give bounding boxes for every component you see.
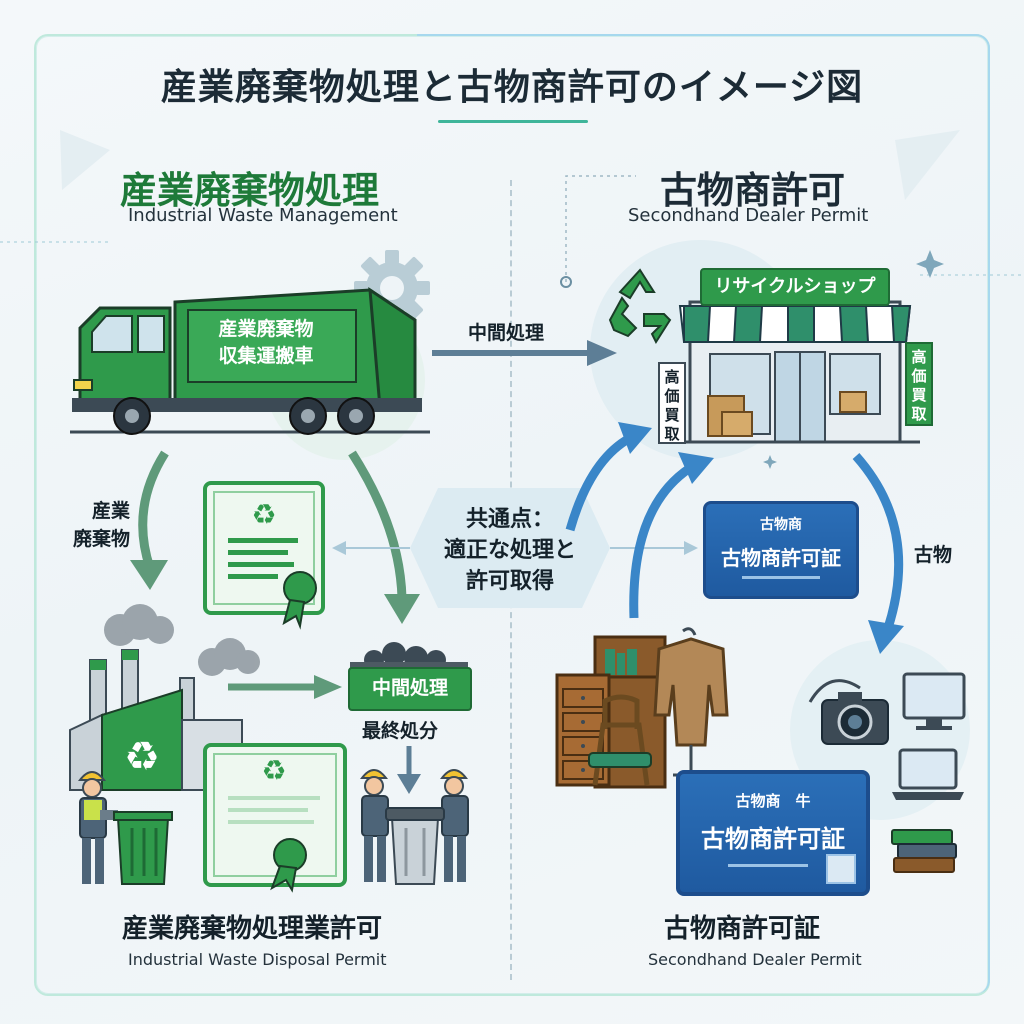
waste-permit-certificate-icon: ♻ [203,743,347,893]
dealer-permit-title: 古物商許可証 [664,914,821,944]
outer-frame [34,34,990,996]
right-section-title: 古物商許可 [660,169,845,212]
arrow-truck-to-factory [130,450,169,590]
arrow-to-shop-blue-1 [565,422,652,532]
sign-high-price-right: 高価買取 [905,342,933,426]
common-line2: 適正な処理と [443,538,576,563]
large-permit-plate: 古物商 牛 古物商許可証 [676,770,870,896]
common-point-text: 共通点： 適正な処理と 許可取得 [410,504,610,597]
left-section-title: 産業廃棄物処理 [120,169,379,212]
truck-label-line2: 収集運搬車 [218,345,314,367]
arrow-truck-to-shop [432,340,617,366]
double-arrow-right [610,541,698,555]
sparkle-icon [916,250,944,278]
arrow-label-intermediate: 中間処理 [468,322,545,344]
large-plate-top-text: 古物商 牛 [735,792,811,810]
qr-code-icon [826,854,856,884]
shop-sign: リサイクルショップ [700,268,890,306]
secondhand-furniture-icon [555,627,729,789]
secondhand-goods-icon [808,672,966,873]
garbage-truck-icon [70,287,430,435]
arrow-label-waste: 産業 廃棄物 [70,497,130,553]
double-arrow-left [332,541,410,555]
workers-disposal-icon [359,769,469,885]
process-box: 中間処理 [348,667,472,711]
dealer-permit-subtitle: Secondhand Dealer Permit [648,950,862,969]
certificate-icon: ♻ [203,481,325,630]
deco-triangle-right [895,130,960,200]
sign-high-price-left: 高価買取 [658,362,686,444]
large-plate-main-text: 古物商許可証 [701,825,845,853]
worker-with-trash-can-icon [77,771,173,885]
arrow-label-secondhand: 古物 [914,544,953,566]
waste-permit-title: 産業廃棄物処理業許可 [122,914,383,944]
title-underline [438,120,588,123]
left-section-subtitle: Industrial Waste Management [128,205,398,226]
svg-text:♻: ♻ [251,498,276,531]
arrow-process-down [397,746,421,794]
arrow-factory-to-process [228,675,342,699]
small-permit-plate: 古物商 古物商許可証 [703,501,859,599]
arrow-to-shop-blue-2 [629,452,714,619]
svg-text:♻: ♻ [261,754,286,787]
waste-permit-subtitle: Industrial Waste Disposal Permit [128,950,387,969]
deco-triangle-left [60,130,110,190]
factory-icon: ♻ [69,604,260,791]
common-line3: 許可取得 [465,569,554,594]
svg-text:♻: ♻ [124,734,160,780]
page-title: 産業廃棄物処理と古物商許可のイメージ図 [160,67,864,108]
small-plate-main-text: 古物商許可証 [721,546,841,570]
truck-label-line1: 産業廃棄物 [218,318,314,340]
arrow-label-waste-line2: 廃棄物 [72,528,130,550]
truck-label: 産業廃棄物 収集運搬車 [196,316,336,370]
final-disposal-label: 最終処分 [362,720,439,742]
small-plate-top-text: 古物商 [760,517,802,533]
arrow-shop-to-goods [852,453,904,654]
common-line1: 共通点： [465,507,554,532]
arrow-truck-to-process [348,450,420,624]
recycle-icon [608,268,672,345]
arrow-label-waste-line1: 産業 [91,500,130,522]
right-section-subtitle: Secondhand Dealer Permit [628,205,869,226]
recycle-shop-icon [670,300,920,444]
